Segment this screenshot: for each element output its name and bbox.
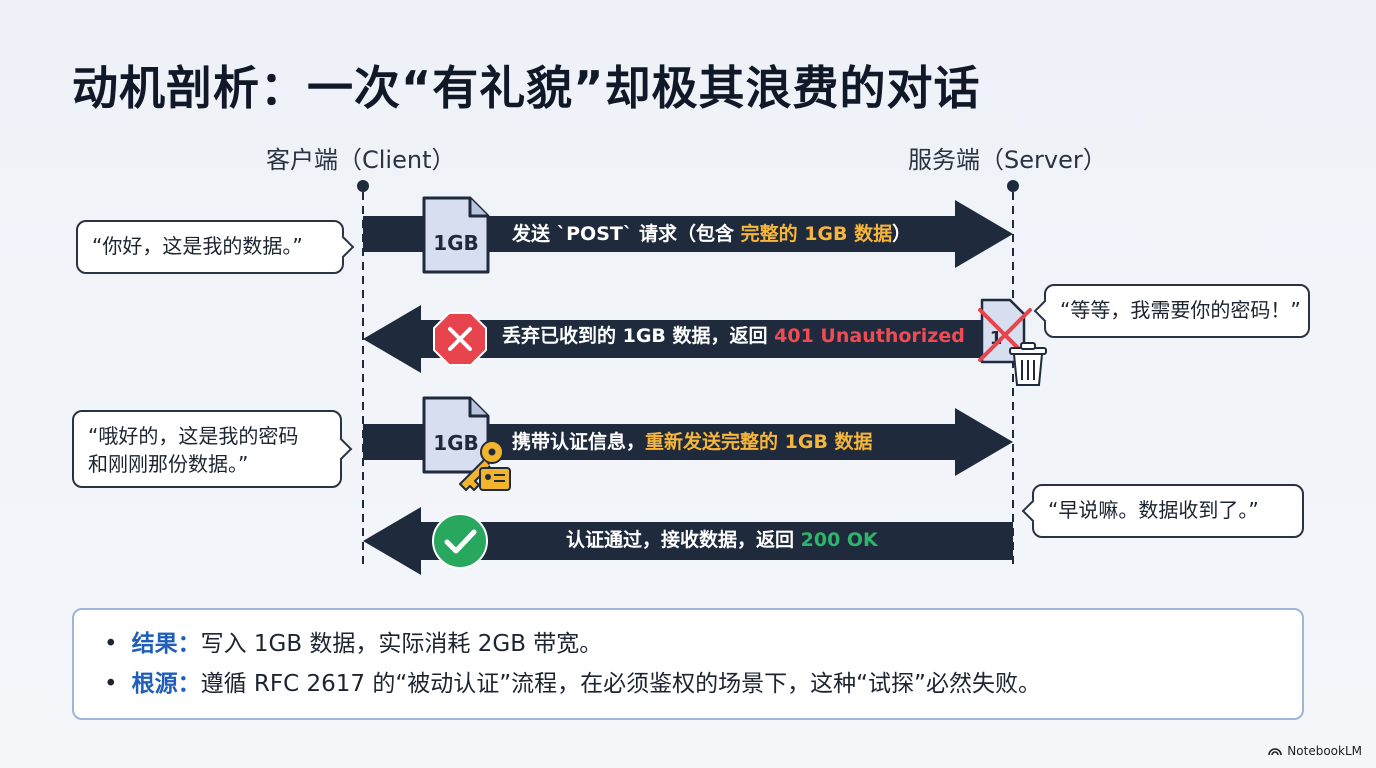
message-3-plain: 携带认证信息， xyxy=(512,431,646,453)
file-icon: 1GB xyxy=(422,196,490,274)
client-speech-line-1: “哦好的，这是我的密码 xyxy=(88,424,299,448)
file-icon: 1GB xyxy=(422,396,490,474)
message-2-text: 丢弃已收到的 1GB 数据，返回 401 Unauthorized xyxy=(502,324,965,348)
client-lifeline xyxy=(357,180,369,570)
server-speech-bubble-2: “早说嘛。数据收到了。” xyxy=(1032,484,1304,538)
message-3-highlight: 重新发送完整的 1GB 数据 xyxy=(645,431,873,453)
message-1-highlight: 完整的 1GB 数据 xyxy=(740,223,893,245)
message-1-plain: 发送 `POST` 请求（包含 xyxy=(512,223,741,245)
message-2-plain: 丢弃已收到的 1GB 数据，返回 xyxy=(502,325,775,347)
message-2-highlight: 401 Unauthorized xyxy=(774,325,965,347)
response-arrow-401 xyxy=(363,305,1013,373)
bullet-icon: • xyxy=(104,631,118,657)
server-speech-bubble-1: “等等，我需要你的密码！” xyxy=(1044,284,1310,338)
brand-label: NotebookLM xyxy=(1287,744,1362,758)
response-arrow-200 xyxy=(363,507,1013,575)
message-4-text: 认证通过，接收数据，返回 200 OK xyxy=(566,528,878,552)
message-1-text: 发送 `POST` 请求（包含 完整的 1GB 数据） xyxy=(512,222,911,246)
summary-result-text: 写入 1GB 数据，实际消耗 2GB 带宽。 xyxy=(200,631,603,657)
check-icon xyxy=(432,513,488,569)
id-card-icon xyxy=(479,467,511,491)
server-lane-label: 服务端（Server） xyxy=(908,146,1107,174)
page-title: 动机剖析：一次“有礼貌”却极其浪费的对话 xyxy=(72,61,981,115)
notebooklm-watermark: NotebookLM xyxy=(1268,744,1362,758)
error-x-icon xyxy=(433,312,487,366)
summary-root-cause-label: 根源： xyxy=(131,671,201,697)
svg-text:1: 1 xyxy=(990,328,1003,349)
client-speech-bubble-2: “哦好的，这是我的密码 和刚刚那份数据。” xyxy=(72,410,342,488)
file-size-label: 1GB xyxy=(433,431,479,455)
summary-result: • 结果：写入 1GB 数据，实际消耗 2GB 带宽。 xyxy=(104,624,1272,664)
client-speech-bubble-1: “你好，这是我的数据。” xyxy=(76,220,344,274)
notebooklm-logo-icon xyxy=(1268,748,1283,756)
message-1-suffix: ） xyxy=(892,223,912,245)
summary-result-label: 结果： xyxy=(131,631,201,657)
message-4-highlight: 200 OK xyxy=(800,529,878,551)
trash-icon xyxy=(1009,342,1047,386)
summary-root-cause-text: 遵循 RFC 2617 的“被动认证”流程，在必须鉴权的场景下，这种“试探”必然… xyxy=(200,671,1041,697)
bullet-icon: • xyxy=(104,671,118,697)
server-lifeline xyxy=(1007,180,1019,570)
client-lane-label: 客户端（Client） xyxy=(266,146,456,174)
message-3-text: 携带认证信息，重新发送完整的 1GB 数据 xyxy=(512,430,873,454)
message-4-plain: 认证通过，接收数据，返回 xyxy=(566,529,801,551)
summary-root-cause: • 根源：遵循 RFC 2617 的“被动认证”流程，在必须鉴权的场景下，这种“试… xyxy=(104,664,1272,704)
request-arrow-2 xyxy=(363,408,1013,476)
file-size-label: 1GB xyxy=(433,231,479,255)
request-arrow-1 xyxy=(363,200,1013,268)
client-speech-line-2: 和刚刚那份数据。” xyxy=(88,452,249,476)
summary-box: • 结果：写入 1GB 数据，实际消耗 2GB 带宽。 • 根源：遵循 RFC 26… xyxy=(72,608,1304,720)
